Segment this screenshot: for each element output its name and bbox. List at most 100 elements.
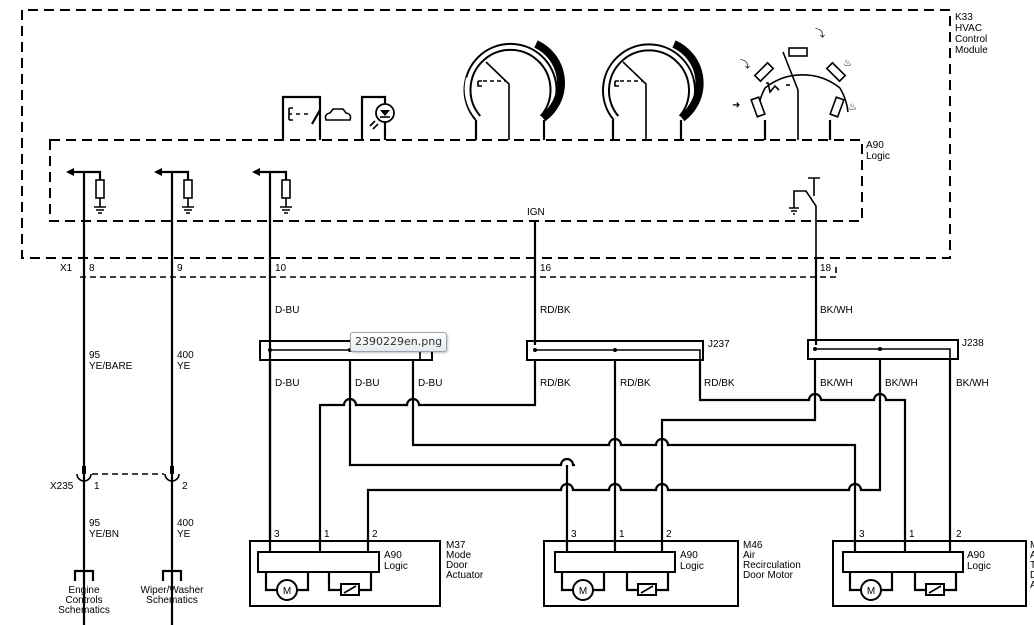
svg-text:Mode: Mode xyxy=(446,550,471,561)
x235-connector-label: X235 xyxy=(50,481,74,492)
svg-text:Engine: Engine xyxy=(68,585,100,596)
svg-text:1: 1 xyxy=(619,529,625,540)
splice-label: J237 xyxy=(708,339,730,350)
module-label-line: Control xyxy=(955,34,987,45)
seat-vent-icon: ⤵ xyxy=(815,28,825,40)
module-label-line: K33 xyxy=(955,12,973,23)
svg-text:A90: A90 xyxy=(680,550,698,561)
wire-color-label: YE/BN xyxy=(89,529,119,540)
svg-text:M: M xyxy=(579,586,587,597)
arrow-left-icon xyxy=(66,168,74,176)
svg-text:M46: M46 xyxy=(743,540,763,551)
car-icon xyxy=(324,108,352,121)
svg-text:M: M xyxy=(867,586,875,597)
temperature-dial-icon xyxy=(463,40,565,140)
reference-bracket-icon xyxy=(161,569,183,581)
reference-bracket-icon xyxy=(73,569,95,581)
svg-text:Schematics: Schematics xyxy=(146,595,198,606)
mode-selector-icon: ⤵ ⤵ ➜ ♨ ♨ xyxy=(732,28,857,140)
wire-color-label: BK/WH xyxy=(820,305,853,316)
filename-tooltip: 2390229en.png xyxy=(350,332,448,352)
wire-color-label: BK/WH xyxy=(885,378,918,389)
svg-text:3: 3 xyxy=(571,529,577,540)
svg-text:M: M xyxy=(1030,540,1034,551)
x1-pin-label: 10 xyxy=(275,263,287,274)
seat-vent-icon: ➜ xyxy=(732,100,740,111)
wire-color-label: BK/WH xyxy=(820,378,853,389)
module-label-line: HVAC xyxy=(955,23,982,34)
wiper-washer-reference[interactable]: Wiper/Washer Schematics xyxy=(141,585,205,606)
input-circuit-pin8 xyxy=(66,168,106,625)
svg-text:Logic: Logic xyxy=(967,561,991,572)
wire-color-label: RD/BK xyxy=(704,378,735,389)
wire-color-label: BK/WH xyxy=(956,378,989,389)
x1-pin-label: 16 xyxy=(540,263,552,274)
wire-id-label: 95 xyxy=(89,518,101,529)
wire-color-label: RD/BK xyxy=(540,378,571,389)
ign-label: IGN xyxy=(527,207,545,218)
svg-text:Recirculation: Recirculation xyxy=(743,560,801,571)
svg-text:A90: A90 xyxy=(967,550,985,561)
splice-j237: J237 xyxy=(526,339,730,361)
actuator-m37[interactable]: M 3 1 2 A90 Logic M37 Mode Door Actuator xyxy=(249,529,484,607)
motor-icon xyxy=(276,579,298,601)
svg-text:1: 1 xyxy=(909,529,915,540)
svg-text:Controls: Controls xyxy=(65,595,102,606)
svg-text:Schematics: Schematics xyxy=(58,605,110,616)
wire-color-label: D-BU xyxy=(275,378,299,389)
splice-label: J238 xyxy=(962,338,984,349)
svg-text:2: 2 xyxy=(372,529,378,540)
svg-text:Logic: Logic xyxy=(680,561,704,572)
ground-switch-icon xyxy=(789,177,820,258)
k33-module-label: K33 HVAC Control Module xyxy=(955,12,988,56)
routed-wires xyxy=(268,359,952,553)
engine-controls-reference[interactable]: Engine Controls Schematics xyxy=(58,585,110,616)
arrow-left-icon xyxy=(252,168,260,176)
recirc-switch-icon xyxy=(281,95,352,140)
svg-text:M: M xyxy=(283,586,291,597)
resistor-icon xyxy=(281,179,291,199)
resistor-icon xyxy=(95,179,105,199)
wire-color-label: D-BU xyxy=(275,305,299,316)
svg-text:3: 3 xyxy=(274,529,280,540)
actuator-third[interactable]: M 3 1 2 A90 Logic M A T D A xyxy=(832,529,1034,607)
wire-color-label: YE xyxy=(177,529,191,540)
input-circuit-pin9 xyxy=(154,168,194,625)
actuator-m46[interactable]: M 3 1 2 A90 Logic M46 Air Recirculation … xyxy=(543,529,801,607)
svg-text:Air: Air xyxy=(743,550,756,561)
svg-text:A: A xyxy=(1030,550,1034,561)
x235-pin-label: 1 xyxy=(94,481,100,492)
motor-icon xyxy=(572,579,594,601)
x1-pin-label: 8 xyxy=(89,263,95,274)
defrost-icon: ♨ xyxy=(848,102,857,113)
input-circuit-pin10 xyxy=(252,168,292,540)
arrow-left-icon xyxy=(154,168,162,176)
svg-text:3: 3 xyxy=(859,529,865,540)
svg-text:A: A xyxy=(1030,580,1034,591)
wire-color-label: YE xyxy=(177,361,191,372)
defrost-floor-icon: ♨ xyxy=(843,58,852,69)
splice-j238: J238 xyxy=(807,338,984,360)
x1-pin-label: 18 xyxy=(820,263,832,274)
svg-text:A90: A90 xyxy=(384,550,402,561)
a90-logic-boundary xyxy=(49,139,863,222)
wire-id-label: 400 xyxy=(177,518,194,529)
svg-text:Door Motor: Door Motor xyxy=(743,570,794,581)
a90-logic-label: A90 xyxy=(866,140,884,151)
svg-text:T: T xyxy=(1030,560,1034,571)
x235-pin-label: 2 xyxy=(182,481,188,492)
x1-connector-label: X1 xyxy=(60,263,73,274)
x1-pin-label: 9 xyxy=(177,263,183,274)
wire-color-label: D-BU xyxy=(355,378,379,389)
svg-text:Door: Door xyxy=(446,560,468,571)
resistor-icon xyxy=(183,179,193,199)
led-indicator-icon xyxy=(360,95,395,140)
seat-vent-icon: ⤵ xyxy=(740,59,750,71)
svg-text:Actuator: Actuator xyxy=(446,570,484,581)
a90-logic-label: Logic xyxy=(866,151,890,162)
wire-color-label: YE/BARE xyxy=(89,361,133,372)
wire-id-label: 400 xyxy=(177,350,194,361)
svg-text:Logic: Logic xyxy=(384,561,408,572)
wire-id-label: 95 xyxy=(89,350,101,361)
